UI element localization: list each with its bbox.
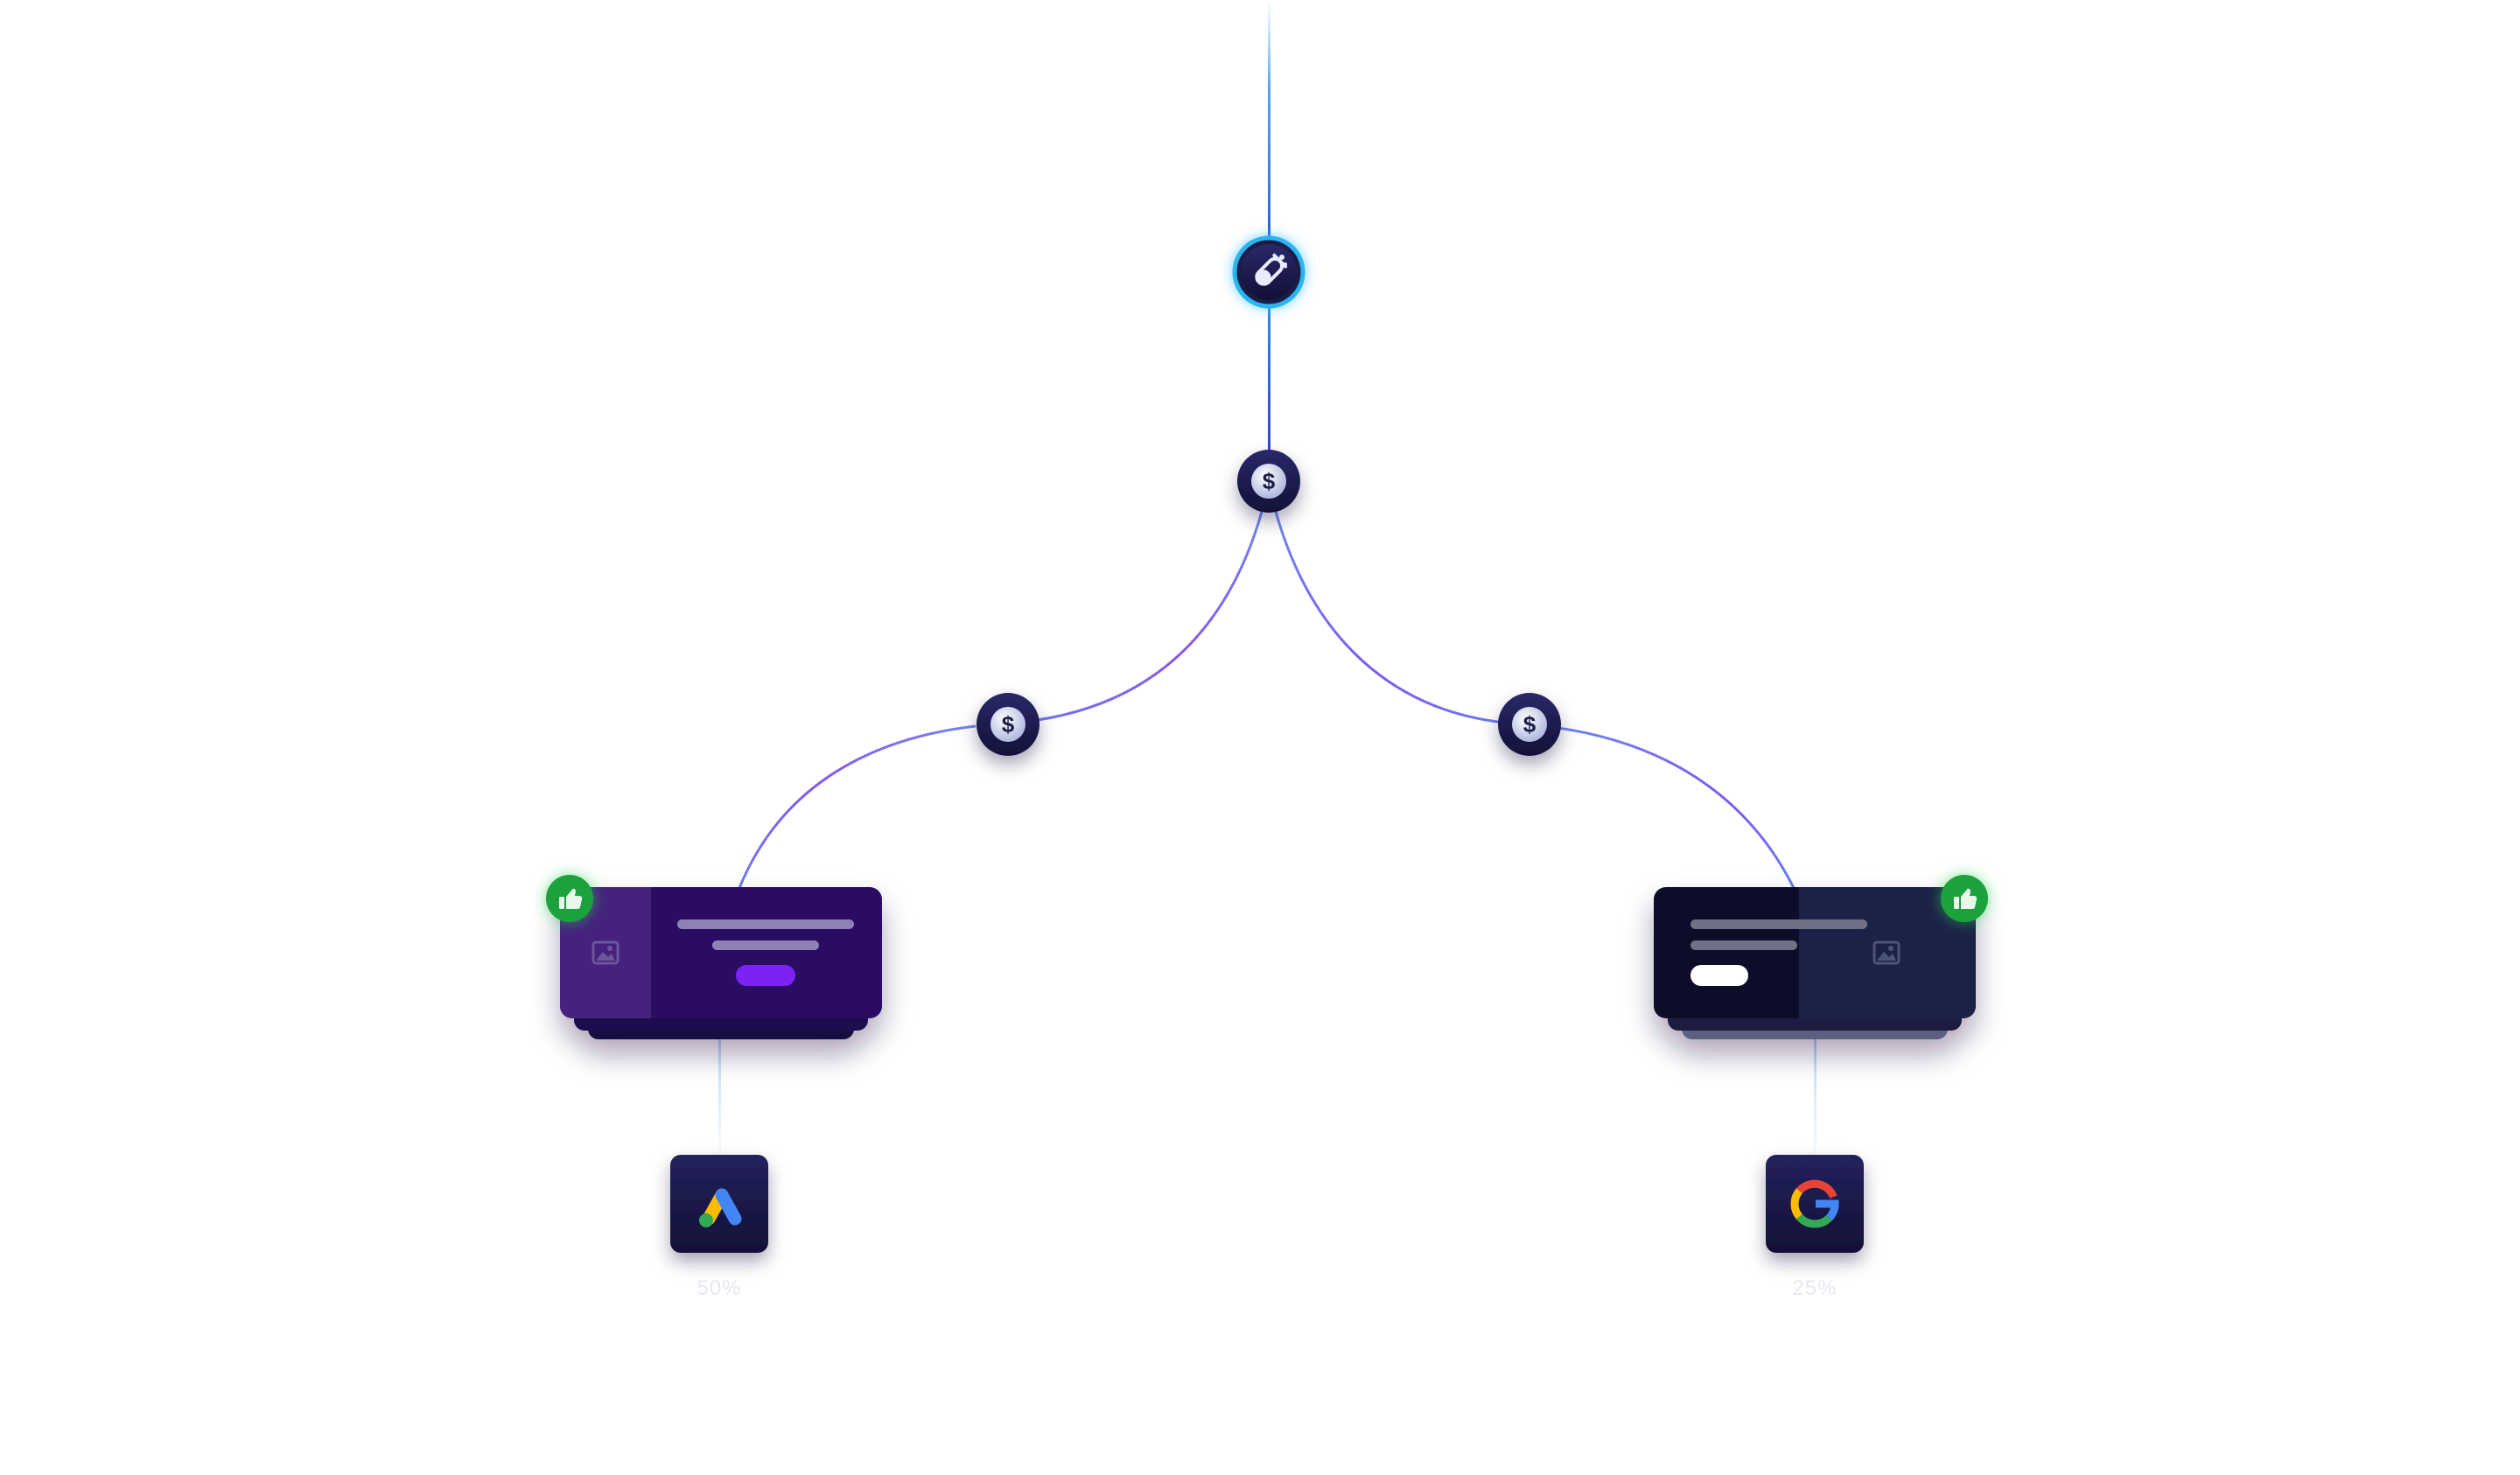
right-approved-badge <box>1941 875 1988 922</box>
right-budget-share: 25% <box>1792 1276 1837 1300</box>
svg-text:$: $ <box>1263 468 1276 494</box>
google-ads-logo-icon <box>699 1188 742 1227</box>
test-tube-icon <box>1255 253 1288 286</box>
connectors <box>718 0 1816 1155</box>
right-platform-line <box>1814 1032 1816 1155</box>
source-line <box>1268 0 1270 245</box>
svg-text:$: $ <box>1002 711 1015 738</box>
cta-button-placeholder <box>1690 965 1748 986</box>
split-line <box>1268 297 1270 455</box>
image-icon <box>1872 940 1900 965</box>
left-branch-curve-lower <box>738 724 976 889</box>
description-placeholder <box>1690 940 1797 950</box>
left-branch-curve-upper <box>1005 511 1264 725</box>
left-approved-badge <box>546 875 593 922</box>
left-platform-line <box>718 1032 721 1155</box>
budget-split-node[interactable]: $ <box>1237 450 1300 513</box>
left-budget-node[interactable]: $ <box>976 693 1040 756</box>
left-ad-card[interactable] <box>560 887 882 1039</box>
google-ads-platform-tile[interactable] <box>670 1155 768 1253</box>
svg-text:$: $ <box>1523 711 1536 738</box>
left-budget-share: 50% <box>696 1276 741 1300</box>
right-branch-curve-upper <box>1274 511 1515 725</box>
description-placeholder <box>712 940 819 950</box>
thumbs-up-icon <box>1954 888 1978 909</box>
cta-button-placeholder <box>736 965 795 986</box>
right-budget-node[interactable]: $ <box>1498 693 1561 756</box>
right-branch-curve-lower <box>1544 724 1796 889</box>
headline-placeholder <box>677 919 854 929</box>
google-search-platform-tile[interactable] <box>1766 1155 1864 1253</box>
google-g-logo-icon <box>1790 1179 1839 1228</box>
dollar-coin-icon: $ <box>990 707 1026 742</box>
dollar-coin-icon: $ <box>1251 464 1286 499</box>
image-icon <box>592 940 620 965</box>
right-ad-card[interactable] <box>1654 887 1976 1039</box>
experiment-node[interactable] <box>1232 235 1306 309</box>
headline-placeholder <box>1690 919 1867 929</box>
dollar-coin-icon: $ <box>1512 707 1547 742</box>
thumbs-up-icon <box>559 888 583 909</box>
